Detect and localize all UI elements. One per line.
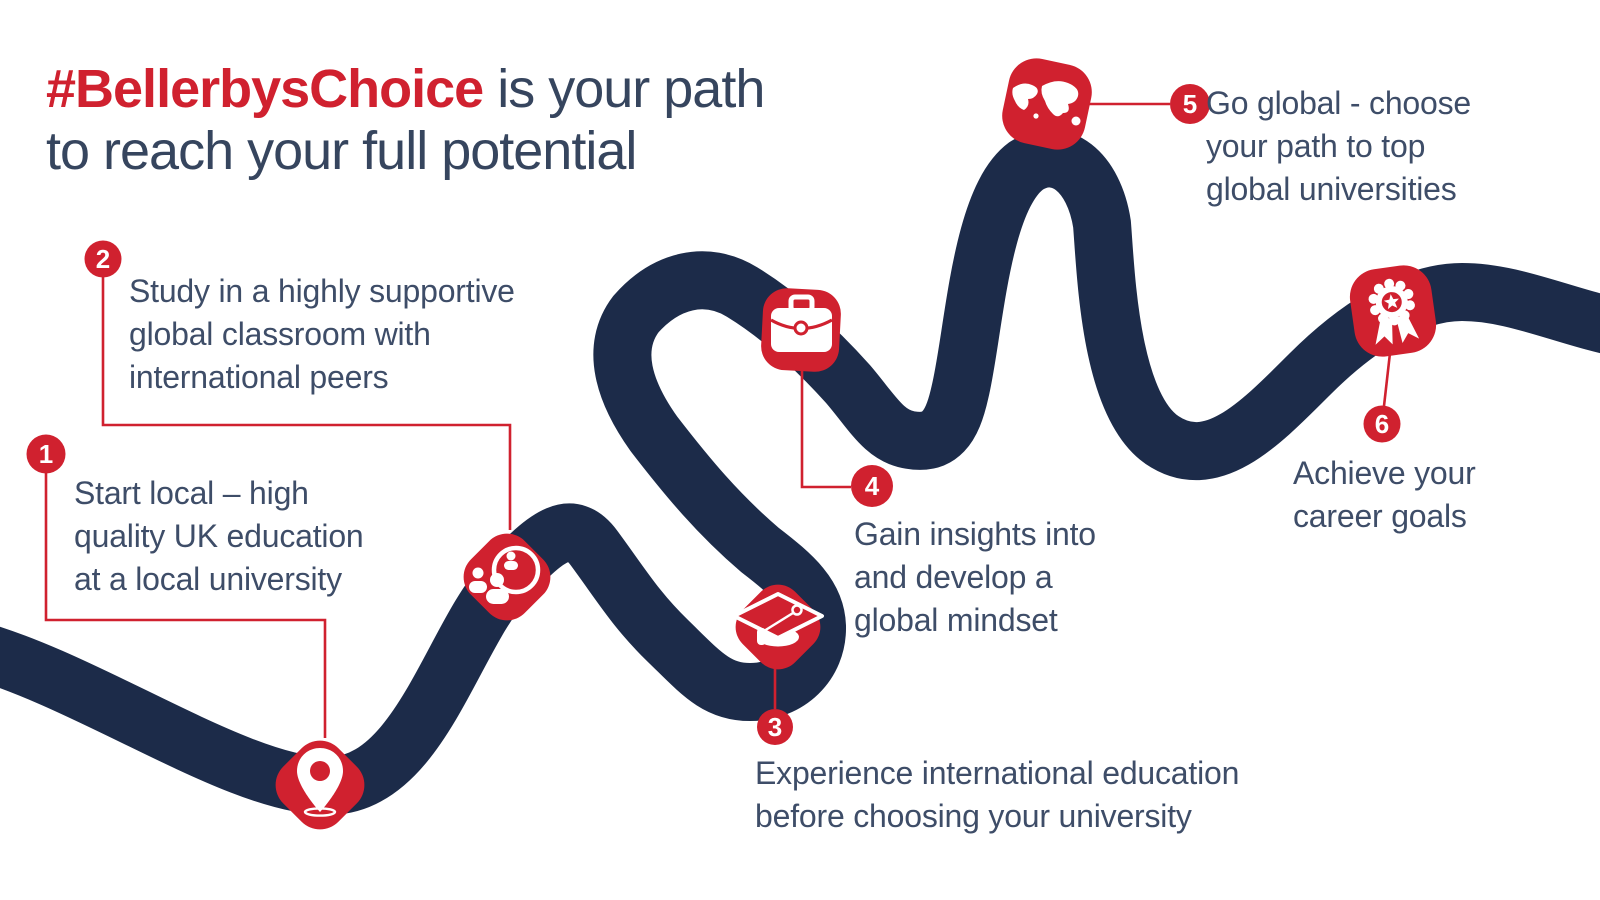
step-4-line: global mindset <box>854 602 1058 638</box>
step-4-line: Gain insights into <box>854 516 1096 552</box>
step-4-line: and develop a <box>854 559 1053 595</box>
step-6-badge: 6 <box>1363 405 1401 443</box>
title-line-2: to reach your full potential <box>46 121 637 181</box>
briefcase-icon <box>761 288 841 372</box>
step-2-line: global classroom with <box>129 316 431 352</box>
step-2-line: international peers <box>129 359 389 395</box>
title-rest: is your path <box>483 59 765 119</box>
title-line-1: #BellerbysChoice is your path <box>46 58 765 120</box>
step-2-number: 2 <box>96 244 110 274</box>
step-3-number: 3 <box>768 712 782 742</box>
step-5-line: global universities <box>1206 171 1457 207</box>
step-4-text: Gain insights into and develop a global … <box>854 513 1096 642</box>
step-5-text: Go global - choose your path to top glob… <box>1206 82 1471 211</box>
step-4-number: 4 <box>865 471 880 501</box>
step-5-line: Go global - choose <box>1206 85 1472 121</box>
connector-line-step-6 <box>1382 352 1392 407</box>
step-6-number: 6 <box>1375 409 1389 439</box>
step-3-line: before choosing your university <box>755 798 1192 834</box>
connector-line-step-2 <box>101 276 512 530</box>
title-hashtag: #BellerbysChoice <box>46 59 484 119</box>
step-2-badge: 2 <box>84 240 122 278</box>
step-4-badge: 4 <box>851 465 893 507</box>
step-5-line: your path to top <box>1206 128 1426 164</box>
step-1-number: 1 <box>39 439 53 469</box>
step-1-line: at a local university <box>74 561 342 597</box>
global-classroom-people-icon <box>463 533 551 621</box>
step-6-line: Achieve your <box>1293 455 1476 491</box>
step-1-line: quality UK education <box>74 518 364 554</box>
star-icon <box>1383 294 1399 310</box>
connector-line-step-1 <box>44 472 327 738</box>
step-5-number: 5 <box>1183 89 1197 119</box>
step-1-badge: 1 <box>26 434 66 474</box>
page-title: #BellerbysChoice is your path to reach y… <box>46 58 765 182</box>
step-3-text: Experience international education befor… <box>755 752 1239 838</box>
step-2-text: Study in a highly supportive global clas… <box>129 270 515 399</box>
step-1-line: Start local – high <box>74 475 309 511</box>
step-5-badge: 5 <box>1170 84 1210 124</box>
step-3-badge: 3 <box>757 709 793 745</box>
step-6-text: Achieve your career goals <box>1293 452 1476 538</box>
step-1-text: Start local – high quality UK education … <box>74 472 364 601</box>
connector-line-step-4 <box>800 370 851 489</box>
step-6-line: career goals <box>1293 498 1467 534</box>
step-2-line: Study in a highly supportive <box>129 273 515 309</box>
location-pin-icon <box>275 740 365 830</box>
step-3-line: Experience international education <box>755 755 1240 791</box>
world-map-icon <box>1002 58 1092 150</box>
journey-path-ribbon <box>0 129 1600 815</box>
graduation-cap-icon <box>732 584 824 670</box>
award-rosette-icon <box>1349 265 1437 357</box>
